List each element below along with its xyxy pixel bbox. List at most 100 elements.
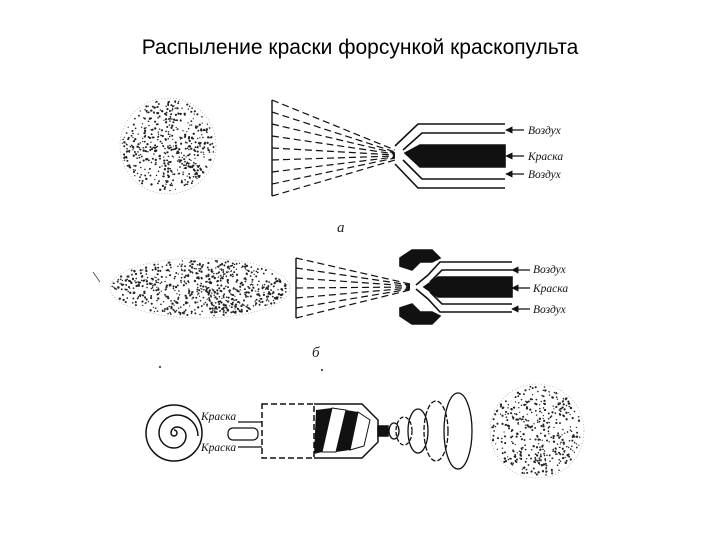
stipple-dot [134,164,137,167]
stipple-dot [215,307,218,310]
stipple-dot [190,159,192,162]
stipple-dot [574,442,576,444]
stipple-dot [157,281,159,284]
stipple-dot [132,287,135,289]
stipple-dot [145,177,148,181]
stipple-dot [196,137,199,140]
stipple-dot [168,305,170,308]
stipple-dot [565,418,568,421]
stipple-dot [268,281,271,283]
stipple-dot [541,464,544,467]
stipple-dot [147,151,149,153]
stipple-dot [256,271,259,274]
stipple-dot [569,429,572,431]
stipple-dot [520,447,523,450]
stipple-dot [555,421,558,425]
stipple-dot [226,300,230,303]
stipple-dot [183,167,186,169]
stipple-dot [204,141,206,144]
stipple-dot [167,167,170,170]
stipple-dot [173,309,175,311]
stipple-dot [569,426,572,428]
stipple-dot [251,278,254,281]
stipple-dot [177,128,179,130]
stipple-dot [251,284,254,286]
stipple-dot [526,419,528,422]
stipple-dot [524,389,527,392]
stipple-dot [188,144,191,147]
stipple-dot [172,156,175,158]
stipple-dot [514,396,517,399]
stipple-dot [575,446,578,449]
stipple-dot [216,284,219,287]
stipple-dot [541,412,543,414]
stipple-dot [211,292,213,294]
stipple-dot [177,298,179,300]
stipple-dot [232,275,234,277]
stipple-dot [138,179,141,182]
stipple-dot [181,273,183,275]
stipple-dot [520,398,523,401]
stipple-dot [515,460,518,464]
stipple-dot [187,162,190,165]
stipple-dot [236,262,238,265]
stipple-dot [182,284,185,287]
stipple-dot [202,263,204,266]
stipple-dot [144,134,147,137]
stipple-dot [168,118,170,120]
stipple-dot [151,105,154,108]
stipple-dot [132,168,135,171]
panel-c: Краска Краска [145,383,585,479]
stipple-dot [523,472,526,475]
stipple-dot [167,101,170,104]
stipple-dot [493,430,495,432]
stipple-dot [202,296,205,299]
stipple-dot [548,433,550,435]
stipple-dot [235,273,239,276]
stipple-dot [512,406,516,409]
stipple-dot [126,150,129,153]
stipple-dot [230,264,232,267]
stipple-dot [232,287,235,290]
stipple-dot [520,457,523,461]
stipple-dot [134,304,137,307]
stipple-dot [169,313,172,315]
stipple-dot [537,451,540,454]
stipple-dot [576,431,579,434]
stipple-dot [561,438,564,442]
stipple-dot [240,304,243,308]
stipple-dot [249,275,252,277]
stipple-dot [184,294,187,297]
stipple-dot [144,297,146,299]
stipple-dot [552,448,555,451]
stipple-dot [245,294,247,297]
stipple-dot [255,290,257,292]
stipple-dot [501,447,504,449]
stipple-dot [557,403,560,406]
stipple-dot [132,140,134,142]
stipple-dot [240,308,243,311]
stipple-dot [171,110,173,112]
stipple-dot [187,273,190,276]
stipple-dot [164,152,167,155]
stipple-dot [200,282,203,285]
stipple-dot [193,154,196,156]
stipple-dot [180,179,183,182]
stipple-dot [541,444,544,447]
stipple-dot [258,300,261,302]
stipple-dot [169,167,172,170]
stipple-dot [249,308,251,311]
stipple-dot [165,111,168,114]
stipple-dot [180,281,182,284]
stipple-dot [163,156,165,158]
stipple-dot [208,127,211,129]
panel-b: Воздух Краска Воздух б [92,249,568,372]
stipple-dot [173,299,176,302]
stipple-dot [265,295,269,298]
stipple-dot [511,415,514,417]
stipple-dot [124,156,127,159]
stipple-dot [170,126,173,129]
stipple-dot [202,128,206,132]
stipple-dot [129,145,132,148]
stipple-dot [152,146,155,149]
